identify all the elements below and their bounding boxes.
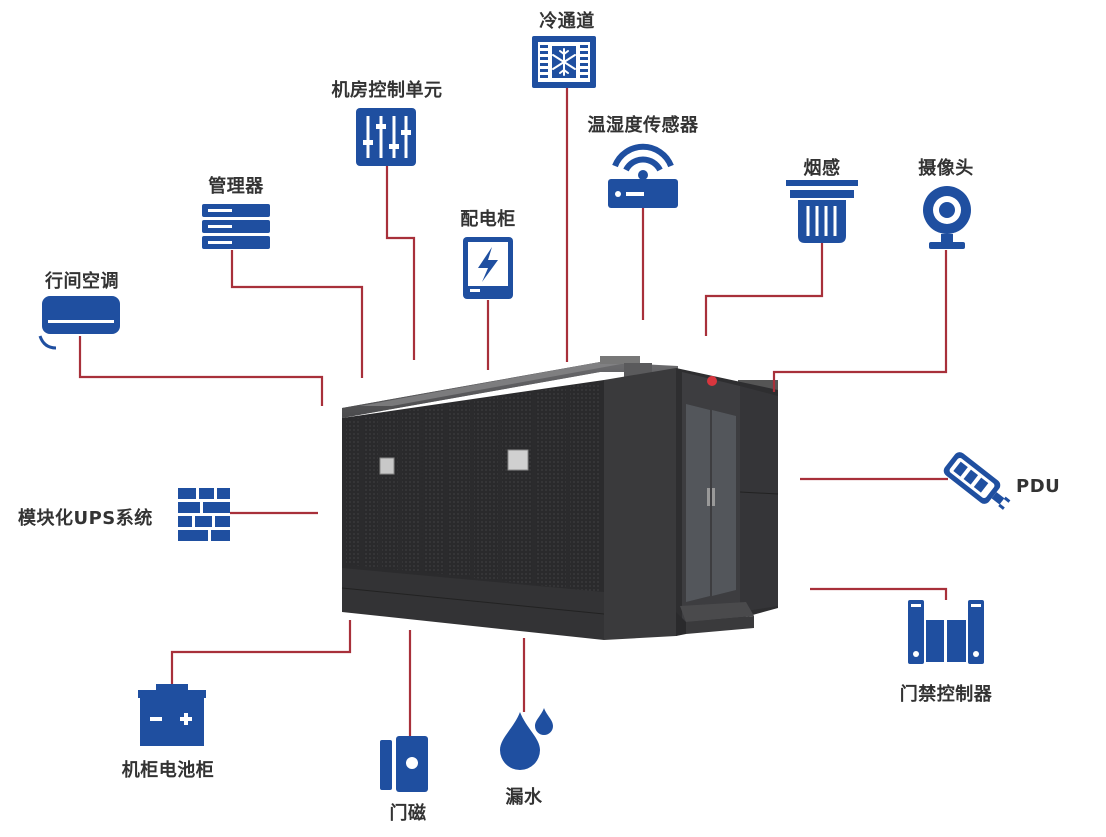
label-door: 门磁 bbox=[389, 803, 427, 824]
connector-access bbox=[810, 587, 948, 600]
connector-inrow-ac bbox=[78, 336, 324, 406]
label-smoke: 烟感 bbox=[803, 158, 841, 179]
connector-smoke bbox=[704, 243, 824, 336]
sliders-icon bbox=[356, 108, 416, 166]
label-th-sensor: 温湿度传感器 bbox=[587, 115, 699, 136]
connector-camera bbox=[772, 250, 948, 392]
label-ups: 模块化UPS系统 bbox=[18, 508, 153, 529]
access-gate-icon bbox=[908, 600, 984, 664]
label-access: 门禁控制器 bbox=[899, 684, 993, 705]
lightning-icon bbox=[463, 237, 513, 299]
smoke-detector-icon bbox=[786, 180, 858, 243]
connector-lines bbox=[78, 88, 948, 738]
label-room-controller: 机房控制单元 bbox=[331, 80, 443, 101]
label-cold-aisle: 冷通道 bbox=[539, 11, 595, 32]
cabinet-system bbox=[341, 356, 779, 640]
water-drops-icon bbox=[500, 708, 553, 770]
connector-room-controller bbox=[385, 166, 416, 360]
label-battery: 机柜电池柜 bbox=[121, 760, 215, 781]
cabinet-screen bbox=[379, 457, 395, 475]
label-leak: 漏水 bbox=[505, 787, 543, 808]
air-conditioner-icon bbox=[38, 296, 120, 350]
power-strip-icon bbox=[943, 452, 1011, 510]
webcam-icon bbox=[923, 186, 971, 249]
wifi-router-icon bbox=[608, 143, 678, 208]
label-pdu: PDU bbox=[1016, 476, 1061, 497]
label-inrow-ac: 行间空调 bbox=[45, 271, 119, 292]
cabinet-screen bbox=[507, 449, 529, 471]
label-pdc: 配电柜 bbox=[460, 209, 516, 230]
connector-battery bbox=[170, 620, 352, 684]
server-icon bbox=[202, 204, 270, 249]
door-sensor-icon bbox=[380, 736, 428, 792]
snowflake-icon bbox=[532, 36, 596, 88]
connector-manager bbox=[230, 250, 364, 378]
label-camera: 摄像头 bbox=[918, 158, 974, 179]
brick-wall-icon bbox=[178, 488, 230, 541]
battery-icon bbox=[138, 684, 206, 746]
label-manager: 管理器 bbox=[208, 176, 264, 197]
cabinet-doors bbox=[346, 382, 600, 592]
